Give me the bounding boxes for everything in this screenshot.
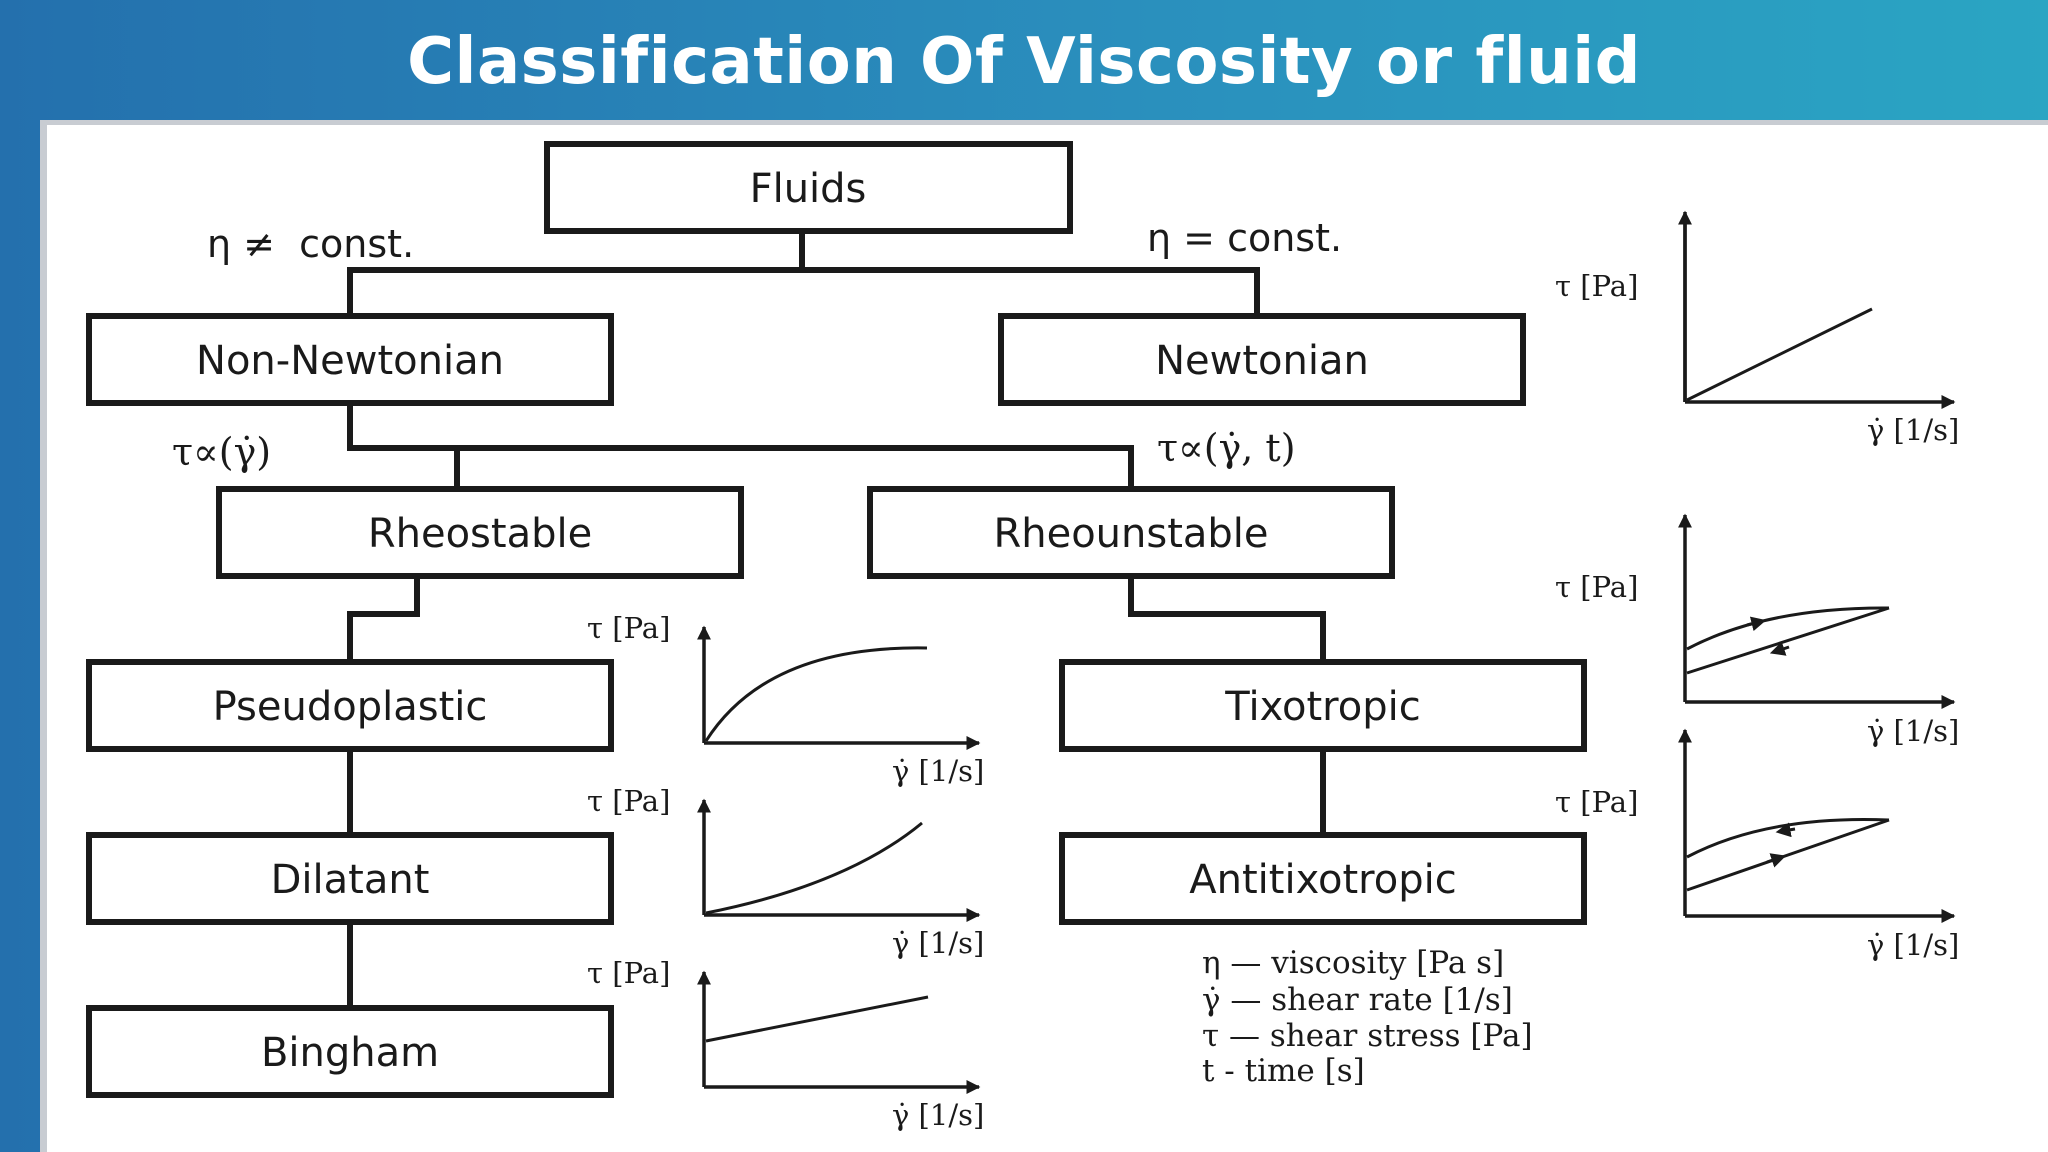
plot-antitixotropic-lower-curve [1686, 818, 1890, 892]
plot-pseudoplastic-y-label: τ [Pa] [587, 611, 670, 645]
box-pseudoplastic [86, 659, 614, 752]
connector-rheounstable [1128, 576, 1326, 662]
classification-diagram: Fluids Non-Newtonian Newtonian Rheostabl… [86, 141, 2048, 1132]
plot-pseudoplastic: τ [Pa] γ̇ [1/s] [587, 611, 984, 788]
plot-pseudoplastic-x-label: γ̇ [1/s] [892, 754, 984, 788]
plot-antitixotropic: τ [Pa] γ̇ [1/s] [1555, 728, 1959, 962]
box-dilatant [86, 832, 614, 925]
plot-bingham-x-label: γ̇ [1/s] [892, 1098, 984, 1132]
legend-shear-stress: τ — shear stress [Pa] [1202, 1018, 1533, 1054]
plot-dilatant: τ [Pa] γ̇ [1/s] [587, 784, 984, 960]
plot-antitixotropic-upper-curve [1686, 818, 1890, 859]
condition-not-const: η ≠ const. [207, 222, 414, 266]
box-antitixotropic [1059, 832, 1587, 925]
label-pseudoplastic: Pseudoplastic [213, 684, 488, 730]
plot-dilatant-y-label: τ [Pa] [587, 784, 670, 818]
plot-newtonian: τ [Pa] γ̇ [1/s] [1555, 210, 1959, 447]
box-rheounstable [867, 486, 1395, 579]
plot-dilatant-x-label: γ̇ [1/s] [892, 926, 984, 960]
plot-newtonian-y-label: τ [Pa] [1555, 269, 1638, 303]
label-non-newtonian: Non-Newtonian [196, 338, 504, 384]
plot-bingham: τ [Pa] γ̇ [1/s] [587, 956, 984, 1132]
connector-fluids [347, 231, 1260, 316]
condition-const: η = const. [1147, 216, 1342, 260]
plot-bingham-curve [705, 995, 929, 1043]
condition-proportional-shear-rate-time: τ∝(γ̇, t) [1157, 426, 1296, 470]
plot-tixotropic-upper-curve [1686, 606, 1890, 651]
plot-dilatant-curve [705, 821, 923, 915]
plot-newtonian-x-label: γ̇ [1/s] [1867, 413, 1959, 447]
plot-tixotropic-x-label: γ̇ [1/s] [1867, 714, 1959, 748]
plot-newtonian-curve [1686, 307, 1873, 402]
label-rheounstable: Rheounstable [993, 511, 1268, 557]
connector-non-newtonian [347, 403, 1134, 489]
label-fluids: Fluids [750, 166, 867, 212]
label-dilatant: Dilatant [271, 857, 430, 903]
plot-antitixotropic-y-label: τ [Pa] [1555, 785, 1638, 819]
diagram-panel: Fluids Non-Newtonian Newtonian Rheostabl… [40, 120, 2048, 1152]
box-tixotropic [1059, 659, 1587, 752]
box-non-newtonian [86, 313, 614, 406]
box-bingham [86, 1005, 614, 1098]
box-rheostable [216, 486, 744, 579]
label-tixotropic: Tixotropic [1224, 684, 1420, 730]
box-fluids [544, 141, 1073, 234]
tree-connectors [347, 231, 1326, 1008]
plot-tixotropic-y-label: τ [Pa] [1555, 570, 1638, 604]
condition-proportional-shear-rate: τ∝(γ̇) [172, 430, 271, 474]
label-bingham: Bingham [261, 1030, 439, 1076]
legend-viscosity: η — viscosity [Pa s] [1202, 945, 1504, 981]
label-rheostable: Rheostable [368, 511, 592, 557]
plot-newtonian-axes [1683, 215, 1954, 402]
plot-bingham-y-label: τ [Pa] [587, 956, 670, 990]
symbol-legend: η — viscosity [Pa s] γ̇ — shear rate [1/… [1202, 945, 1533, 1089]
page-title: Classification Of Viscosity or fluid [407, 25, 1641, 99]
plot-tixotropic-lower-curve [1686, 606, 1890, 675]
label-antitixotropic: Antitixotropic [1189, 857, 1456, 903]
label-newtonian: Newtonian [1155, 338, 1369, 384]
box-newtonian [998, 313, 1526, 406]
connector-rheostable [347, 576, 420, 662]
plot-pseudoplastic-curve [704, 646, 928, 742]
plot-antitixotropic-x-label: γ̇ [1/s] [1867, 928, 1959, 962]
plot-tixotropic: τ [Pa] γ̇ [1/s] [1555, 513, 1959, 748]
legend-time: t - time [s] [1202, 1053, 1365, 1089]
legend-shear-rate: γ̇ — shear rate [1/s] [1202, 982, 1513, 1018]
